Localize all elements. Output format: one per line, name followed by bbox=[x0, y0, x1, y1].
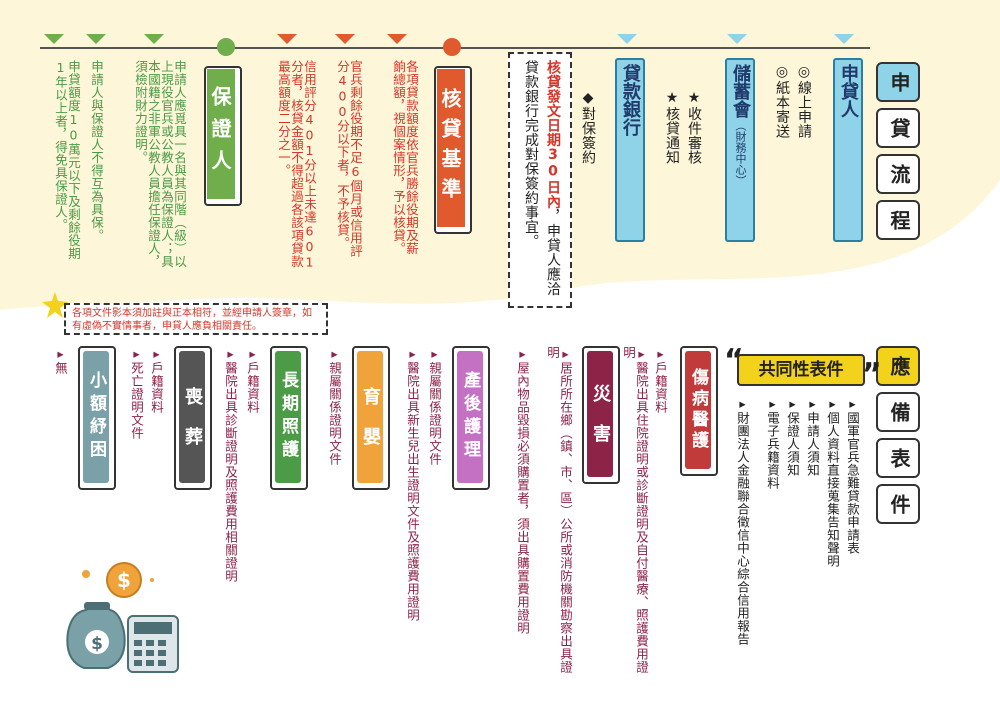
category-label: 育嬰 bbox=[357, 351, 383, 483]
common-item: ▸個人資料直接蒐集告知聲明 bbox=[825, 396, 840, 568]
applicant-item: ◎線上申請 bbox=[796, 64, 812, 139]
category-item: ▸戶籍資料 bbox=[149, 346, 164, 414]
category-item-text: 居所所在鄉（鎮、市、區）公所或消防機關勘察出具證明 bbox=[545, 346, 573, 674]
common-item-text: 個人資料直接蒐集告知聲明 bbox=[825, 411, 840, 568]
flow-title-char: 申 bbox=[876, 62, 920, 102]
common-item: ▸財團法人金融聯合徵信中心綜合信用報告 bbox=[735, 396, 750, 646]
category-label: 災害 bbox=[587, 351, 613, 477]
guarantor-label: 保證人 bbox=[207, 69, 235, 199]
money-bag-calculator-icon: $ $ bbox=[66, 562, 179, 673]
category-item-text: 無 bbox=[53, 361, 68, 375]
category-label: 產後護理 bbox=[457, 351, 483, 483]
category-label: 喪葬 bbox=[179, 351, 205, 483]
savings-label: 儲蓄會 bbox=[730, 64, 751, 118]
notice-box: 核貸發文日期30日內，申貸人應洽貸款銀行完成對保簽約事宜。 bbox=[508, 52, 572, 308]
category-item-text: 醫院出具診斷證明及照護費用相關證明 bbox=[223, 361, 238, 583]
common-item: ▸電子兵籍資料 bbox=[765, 396, 780, 490]
category-item: ▸戶籍資料 bbox=[245, 346, 260, 414]
notice-bold: 核貸發文日期30日內 bbox=[545, 60, 561, 209]
docs-title-char: 備 bbox=[876, 392, 920, 432]
category-item: ▸親屬關係證明文件 bbox=[427, 346, 442, 466]
flow-title-char: 程 bbox=[876, 200, 920, 240]
category-item-text: 戶籍資料 bbox=[149, 361, 164, 414]
star-icon bbox=[42, 292, 68, 318]
flow-title-char: 流 bbox=[876, 154, 920, 194]
timeline-markers bbox=[44, 34, 854, 56]
approval-label: 核貸基準 bbox=[437, 69, 465, 227]
savings-item: ★收件審核 bbox=[686, 90, 702, 165]
category-item: ▸死亡證明文件 bbox=[129, 346, 144, 440]
approval-item: 各項貸款額度依官兵勝餘役期及薪餉總額，視個案情形，予以核貸。 bbox=[391, 60, 419, 255]
common-label: 共同性表件 bbox=[758, 360, 844, 380]
category-item-text: 死亡證明文件 bbox=[129, 361, 144, 440]
docs-title: 應 備 表 件 bbox=[876, 346, 920, 524]
common-item-text: 保證人須知 bbox=[785, 411, 800, 477]
category-item-text: 醫院出具住院證明或診斷證明及自付醫療、照護費用證明 bbox=[621, 346, 649, 674]
docs-title-char: 應 bbox=[876, 346, 920, 386]
approval-item: 官兵剩餘役期不足6個月或信用評分400分以下者，不予核貸。 bbox=[335, 60, 363, 258]
approval-item: 信用評分401分以上未達601分者，核貸金額不得超過各該項貸款最高額度二分之一。 bbox=[276, 60, 317, 270]
docs-title-char: 件 bbox=[876, 484, 920, 524]
guarantor-item: 申請人應覓具一名與其同階（級）以上現役官兵或公教人員為保證人；具本國籍之非軍公教… bbox=[133, 60, 187, 268]
applicant-item: ◎紙本寄送 bbox=[774, 64, 790, 139]
docs-title-char: 表 bbox=[876, 438, 920, 478]
svg-text:$: $ bbox=[117, 568, 131, 592]
category-item: ▸戶籍資料 bbox=[653, 346, 668, 414]
guarantor-item: 申請人與保證人不得互為具保。 bbox=[89, 60, 104, 242]
common-label-box: 共同性表件 bbox=[737, 354, 865, 386]
guarantor-label-box: 保證人 bbox=[204, 66, 242, 206]
category-item: ▸屋內物品毀損必須購置者，須出具購置費用證明 bbox=[515, 346, 530, 635]
common-item-text: 財團法人金融聯合徵信中心綜合信用報告 bbox=[735, 411, 750, 646]
flow-title-char: 貸 bbox=[876, 108, 920, 148]
category-item-text: 戶籍資料 bbox=[245, 361, 260, 414]
category-item: ▸無 bbox=[53, 346, 68, 375]
category-item-text: 屋內物品毀損必須購置者，須出具購置費用證明 bbox=[515, 361, 530, 635]
common-item-text: 國軍官兵急難貸款申請表 bbox=[845, 411, 860, 555]
note-text: 各項文件影本須加註與正本相符，並經申請人簽章，如有虛偽不實情事者，申貸人應負相關… bbox=[72, 308, 312, 332]
flow-title: 申 貸 流 程 bbox=[876, 62, 920, 240]
category-label: 長期照護 bbox=[275, 351, 301, 483]
bank-item: ◆對保簽約 bbox=[580, 90, 596, 165]
category-item-text: 戶籍資料 bbox=[653, 361, 668, 414]
category-label: 小額紓困 bbox=[83, 351, 109, 483]
category-item: ▸醫院出具住院證明或診斷證明及自付醫療、照護費用證明 bbox=[621, 346, 649, 674]
category-item-text: 醫院出具新生兒出生證明文件及照護費用證明 bbox=[405, 361, 420, 622]
category-item: ▸親屬關係證明文件 bbox=[327, 346, 342, 466]
common-item: ▸國軍官兵急難貸款申請表 bbox=[845, 396, 860, 555]
common-item: ▸申請人須知 bbox=[805, 396, 820, 477]
approval-label-box: 核貸基準 bbox=[434, 66, 472, 234]
common-item-text: 電子兵籍資料 bbox=[765, 411, 780, 490]
savings-item: ★核貸通知 bbox=[664, 90, 680, 165]
applicant-label-box: 申貸人 bbox=[833, 58, 863, 242]
category-item-text: 親屬關係證明文件 bbox=[327, 361, 342, 466]
bank-label-box: 貸款銀行 bbox=[615, 58, 645, 242]
applicant-label: 申貸人 bbox=[838, 64, 859, 118]
note-box: 各項文件影本須加註與正本相符，並經申請人簽章，如有虛偽不實情事者，申貸人應負相關… bbox=[64, 303, 328, 335]
category-item: ▸醫院出具診斷證明及照護費用相關證明 bbox=[223, 346, 238, 583]
category-item-text: 親屬關係證明文件 bbox=[427, 361, 442, 466]
common-item: ▸保證人須知 bbox=[785, 396, 800, 477]
category-item: ▸居所所在鄉（鎮、市、區）公所或消防機關勘察出具證明 bbox=[545, 346, 573, 674]
savings-sub: （財務中心） bbox=[734, 120, 747, 186]
category-item: ▸醫院出具新生兒出生證明文件及照護費用證明 bbox=[405, 346, 420, 622]
svg-text:$: $ bbox=[91, 634, 103, 654]
guarantor-item: 申貸額度10萬元以下及剩餘役期1年以上者，得免具保證人。 bbox=[53, 60, 81, 260]
category-label: 傷病醫護 bbox=[685, 351, 711, 469]
common-item-text: 申請人須知 bbox=[805, 411, 820, 477]
common-quote-icon: ” bbox=[862, 357, 882, 392]
savings-label-box: 儲蓄會 （財務中心） bbox=[725, 58, 755, 242]
bank-label: 貸款銀行 bbox=[620, 64, 641, 136]
notice-rest: ，申貸人應洽貸款銀行完成對保簽約事宜。 bbox=[523, 60, 561, 296]
